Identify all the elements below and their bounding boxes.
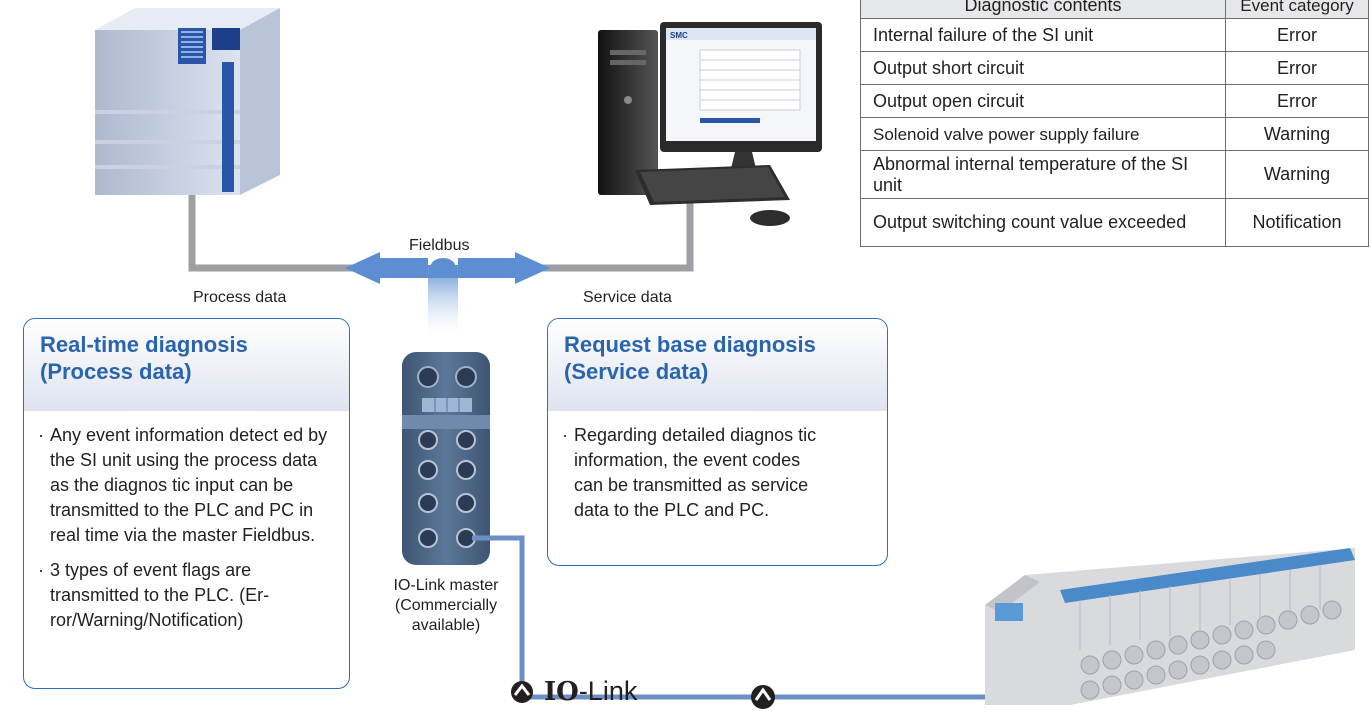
table-row: Solenoid valve power supply failure Warn… [860,117,1369,151]
fieldbus-label: Fieldbus [409,237,470,254]
request-base-bullet: Regarding detailed diagnos­ tic informat… [562,423,826,523]
diagnostic-table: Diagnostic contents Event category Inter… [860,0,1369,247]
io-link-cable-icon [751,685,775,709]
diagnostic-content-cell: Internal failure of the SI unit [860,18,1226,52]
table-row: Output switching count value exceeded No… [860,198,1369,247]
io-link-logo-io: IO [544,676,579,707]
fieldbus-arrows [345,252,550,335]
table-row: Internal failure of the SI unit Error [860,18,1369,52]
diagnostic-content-cell: Output short circuit [860,51,1226,85]
table-row: Output open circuit Error [860,84,1369,118]
io-link-logo: IO -Link [510,676,637,707]
diagnostic-content-cell: Solenoid valve power supply failure [860,117,1226,151]
service-data-label: Service data [583,289,672,306]
table-header-contents: Diagnostic contents [860,0,1226,19]
diagnostic-content-cell: Output switching count value exceeded [860,198,1226,247]
valve-manifold-image [985,548,1355,705]
realtime-diagnosis-title: Real-time diagnosis (Process data) [24,319,349,411]
realtime-diagnosis-box: Real-time diagnosis (Process data) Any e… [23,318,350,689]
event-category-cell: Notification [1225,198,1369,247]
event-category-cell: Warning [1225,117,1369,151]
event-category-cell: Error [1225,84,1369,118]
realtime-bullet: 3 types of event flags are transmitted t… [38,558,339,633]
event-category-cell: Error [1225,51,1369,85]
io-link-logo-link: -Link [578,676,638,706]
io-link-logo-icon [511,680,533,703]
process-data-label: Process data [193,289,287,306]
event-category-cell: Error [1225,18,1369,52]
diagnostic-content-cell: Output open circuit [860,84,1226,118]
table-row: Abnormal internal temperature of the SI … [860,150,1369,199]
svg-text:SMC: SMC [670,31,688,40]
request-base-diagnosis-box: Request base diagnosis (Service data) Re… [547,318,888,566]
table-header-category: Event category [1225,0,1369,19]
io-link-master-image [402,352,490,565]
io-link-master-label: IO-Link master (Commercially available) [393,577,499,634]
realtime-bullet: Any event information detect­ ed by the … [38,423,339,548]
table-row: Output short circuit Error [860,51,1369,85]
request-base-diagnosis-title: Request base diagnosis (Service data) [548,319,887,411]
diagnostic-content-cell: Abnormal internal temperature of the SI … [860,150,1226,199]
pc-workstation-image: SMC [598,22,822,226]
plc-cabinet-image [95,8,280,195]
event-category-cell: Warning [1225,150,1369,199]
